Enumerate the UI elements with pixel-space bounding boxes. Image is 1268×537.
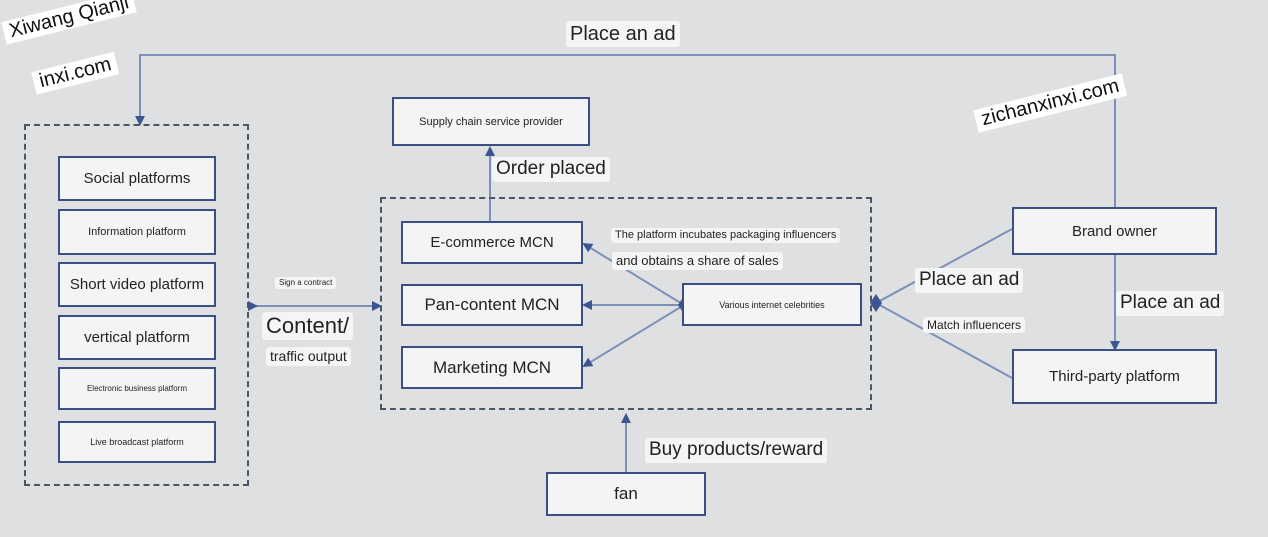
platform-live-broadcast: Live broadcast platform xyxy=(58,421,216,463)
celeb-diamond-right xyxy=(870,294,882,312)
platform-electronic-business: Electronic business platform xyxy=(58,367,216,410)
celeb-mkt-line xyxy=(582,304,685,368)
fan-box: fan xyxy=(546,472,706,516)
mcn-marketing: Marketing MCN xyxy=(401,346,583,389)
label-order-placed: Order placed xyxy=(492,157,610,182)
platform-vertical: vertical platform xyxy=(58,315,216,360)
platform-group xyxy=(24,124,249,486)
label-share-sales: and obtains a share of sales xyxy=(612,252,783,270)
label-traffic-output: traffic output xyxy=(266,347,351,366)
mcn-group xyxy=(380,197,872,410)
label-buy-products: Buy products/reward xyxy=(645,438,828,463)
platform-information: Information platform xyxy=(58,209,216,255)
label-match-influencers: Match influencers xyxy=(923,317,1026,334)
label-sign-contract: Sign a contract xyxy=(275,277,337,289)
label-content: Content/ xyxy=(262,312,354,341)
label-incubates: The platform incubates packaging influen… xyxy=(611,228,841,244)
label-place-ad-top: Place an ad xyxy=(566,21,680,47)
top-ad-line xyxy=(135,54,1116,207)
brand-celeb-line xyxy=(875,228,1013,304)
celeb-ecom-line xyxy=(582,242,685,306)
third-party-box: Third-party platform xyxy=(1012,349,1217,404)
label-place-ad-mid: Place an ad xyxy=(915,268,1024,293)
supply-chain-box: Supply chain service provider xyxy=(392,97,590,146)
label-place-ad-right: Place an ad xyxy=(1116,291,1225,316)
mcn-pan-content: Pan-content MCN xyxy=(401,284,583,326)
brand-owner-box: Brand owner xyxy=(1012,207,1217,255)
mcn-ecommerce: E-commerce MCN xyxy=(401,221,583,264)
platform-short-video: Short video platform xyxy=(58,262,216,307)
celebrities-box: Various internet celebrities xyxy=(682,283,862,326)
platform-social: Social platforms xyxy=(58,156,216,201)
third-celeb-line xyxy=(875,302,1013,379)
